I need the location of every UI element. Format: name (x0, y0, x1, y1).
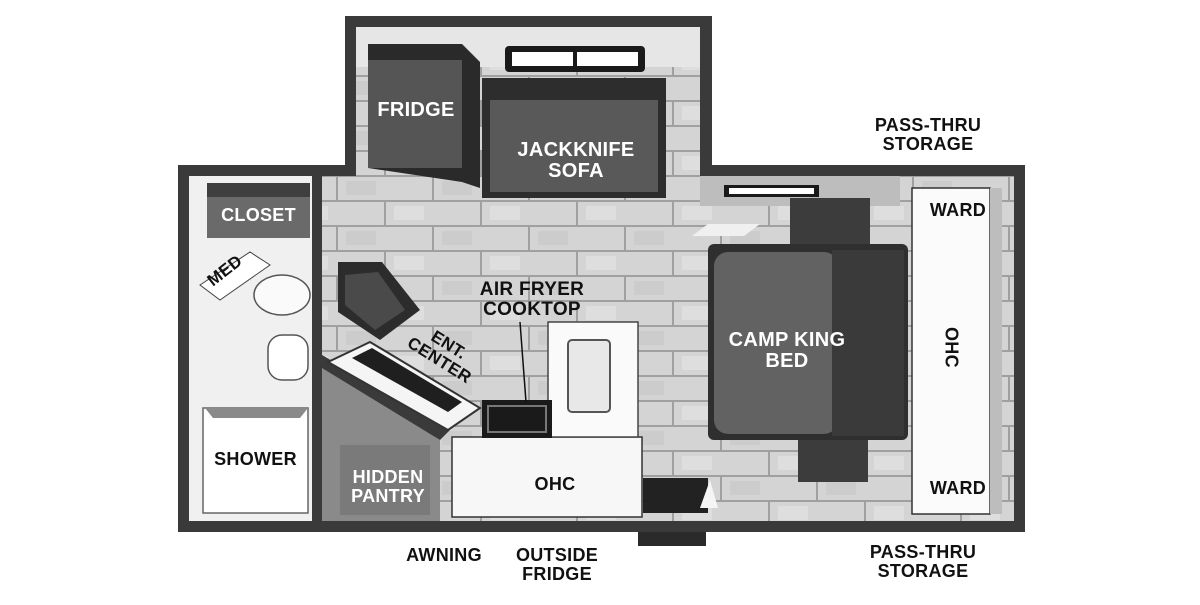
bed-mattress (714, 252, 838, 434)
toilet (267, 334, 309, 381)
pantry-shelves (340, 445, 430, 515)
fridge-front (368, 60, 462, 168)
kitchen-sink (567, 339, 611, 413)
outside-fridge-unit (643, 478, 708, 513)
shower-label: SHOWER (214, 449, 297, 469)
headboard-block (790, 198, 870, 246)
ohc-right-label: OHC (941, 326, 962, 368)
med-cabinet (199, 251, 271, 301)
sofa-cushions (490, 100, 658, 192)
ent-center-face (345, 272, 405, 330)
closet-label: CLOSET (221, 205, 296, 225)
cooktop-grate (487, 405, 547, 433)
cooktop-leader-line (519, 321, 527, 403)
outside-fridge-label: OUTSIDE FRIDGE (515, 545, 599, 584)
bathroom-sink (253, 274, 311, 316)
pass-thru-storage-bottom-label: PASS-THRU STORAGE (869, 542, 977, 581)
pass-thru-storage-top-label: PASS-THRU STORAGE (874, 115, 982, 154)
shower-curtain (205, 408, 308, 418)
air-fryer-cooktop-label: AIR FRYER COOKTOP (479, 279, 585, 320)
ward-top-label: WARD (929, 200, 987, 220)
window-side-glass (729, 188, 814, 194)
step-plate (692, 224, 760, 236)
jackknife-sofa-label: JACKKNIFE SOFA (517, 139, 635, 182)
ward-column-edge (990, 188, 1002, 514)
nightstand (798, 440, 868, 482)
bed-dark-half (832, 250, 904, 436)
kitchen-ohc-counter (451, 436, 643, 518)
camp-king-bed-label: CAMP KING BED (728, 329, 846, 372)
ward-bottom-label: WARD (929, 478, 987, 498)
shower-pan (202, 407, 309, 514)
bathroom-divider-wall (312, 176, 322, 521)
door-step (638, 532, 706, 546)
awning-label: AWNING (406, 545, 482, 565)
ent-center-strip (352, 348, 462, 412)
hidden-pantry-label: HIDDEN PANTRY (351, 467, 425, 506)
ohc-bottom-label: OHC (534, 474, 576, 494)
ward-column (911, 187, 991, 515)
fridge-label: FRIDGE (377, 99, 455, 121)
outside-fridge-arrow (700, 480, 718, 508)
closet-top (207, 183, 310, 197)
